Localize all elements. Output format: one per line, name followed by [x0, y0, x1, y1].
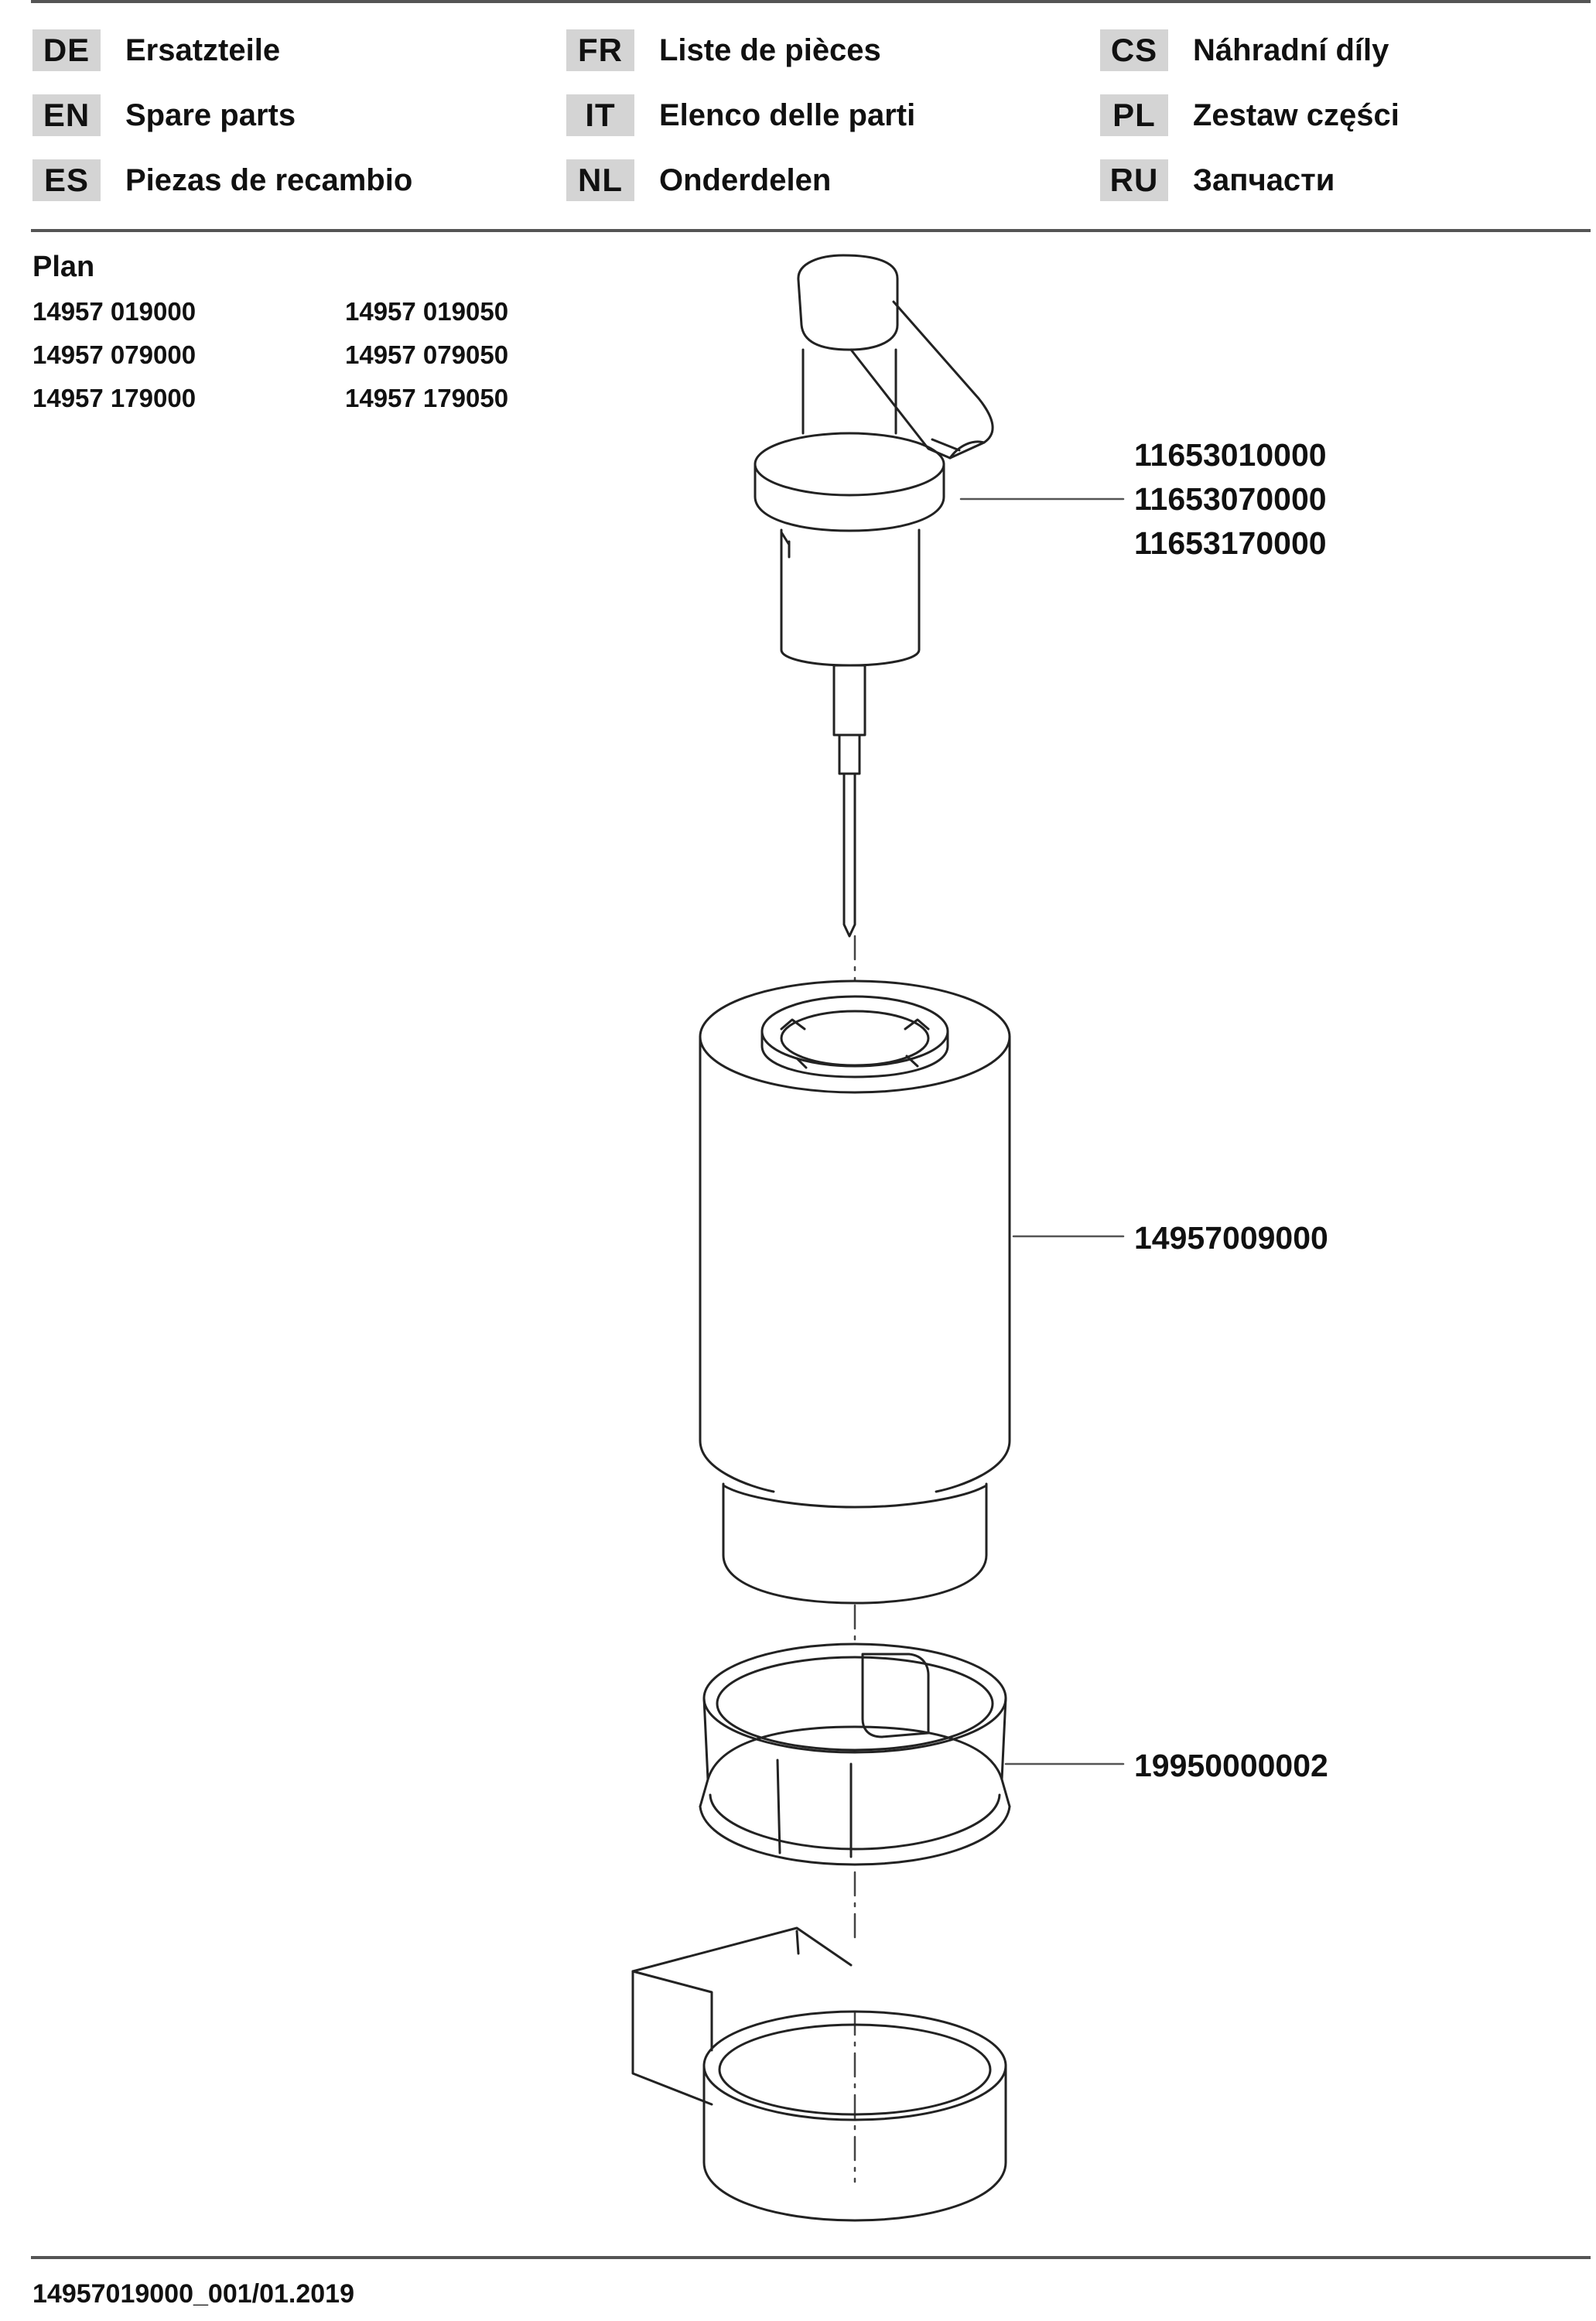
- leader-lines: [959, 497, 1125, 1766]
- lang-code: NL: [566, 159, 634, 201]
- lang-pl: PL Zestaw części: [1100, 94, 1399, 136]
- lang-it: IT Elenco delle parti: [566, 94, 915, 136]
- lang-title: Zestaw części: [1193, 97, 1399, 132]
- header-bottom-rule: [31, 229, 1591, 232]
- container-drawing: [699, 979, 1011, 1605]
- pump-head-drawing: [754, 254, 994, 938]
- lang-es: ES Piezas de recambio: [32, 159, 412, 201]
- lang-title: Piezas de recambio: [125, 162, 413, 197]
- lang-title: Onderdelen: [659, 162, 832, 197]
- part-number: 11653070000: [1134, 481, 1327, 517]
- part-number: 19950000002: [1134, 1748, 1328, 1783]
- header-top-rule: [31, 0, 1591, 3]
- model-number: 14957 179000: [32, 384, 197, 412]
- lang-fr: FR Liste de pièces: [566, 29, 881, 71]
- model-number: 14957 019050: [345, 297, 509, 326]
- lang-title: Liste de pièces: [659, 32, 881, 67]
- lang-title: Ersatzteile: [125, 32, 281, 67]
- lang-ru: RU Запчасти: [1100, 159, 1335, 201]
- lang-code: DE: [32, 29, 101, 71]
- product-name: Plan: [32, 251, 95, 283]
- lang-cs: CS Náhradní díly: [1100, 29, 1389, 71]
- part-number: 14957009000: [1134, 1220, 1328, 1256]
- lang-de: DE Ersatzteile: [32, 29, 280, 71]
- model-number: 14957 079000: [32, 340, 197, 369]
- footer-rule: [31, 2256, 1591, 2259]
- part-number: 11653010000: [1134, 437, 1327, 473]
- lang-title: Запчасти: [1193, 162, 1335, 197]
- model-number: 14957 019000: [32, 297, 197, 326]
- lang-code: FR: [566, 29, 634, 71]
- document-code: 14957019000_001/01.2019: [32, 2279, 354, 2309]
- lang-code: IT: [566, 94, 634, 136]
- lang-code: RU: [1100, 159, 1168, 201]
- lang-code: ES: [32, 159, 101, 201]
- part-number: 11653170000: [1134, 525, 1327, 561]
- lang-title: Spare parts: [125, 97, 296, 132]
- holder-drawing: [631, 1926, 1007, 2222]
- lang-code: CS: [1100, 29, 1168, 71]
- lang-title: Náhradní díly: [1193, 32, 1389, 67]
- model-number: 14957 179050: [345, 384, 509, 412]
- lang-code: EN: [32, 94, 101, 136]
- lang-nl: NL Onderdelen: [566, 159, 831, 201]
- lang-code: PL: [1100, 94, 1168, 136]
- lang-title: Elenco delle parti: [659, 97, 916, 132]
- lang-en: EN Spare parts: [32, 94, 296, 136]
- model-number: 14957 079050: [345, 340, 509, 369]
- ring-drawing: [699, 1642, 1011, 1866]
